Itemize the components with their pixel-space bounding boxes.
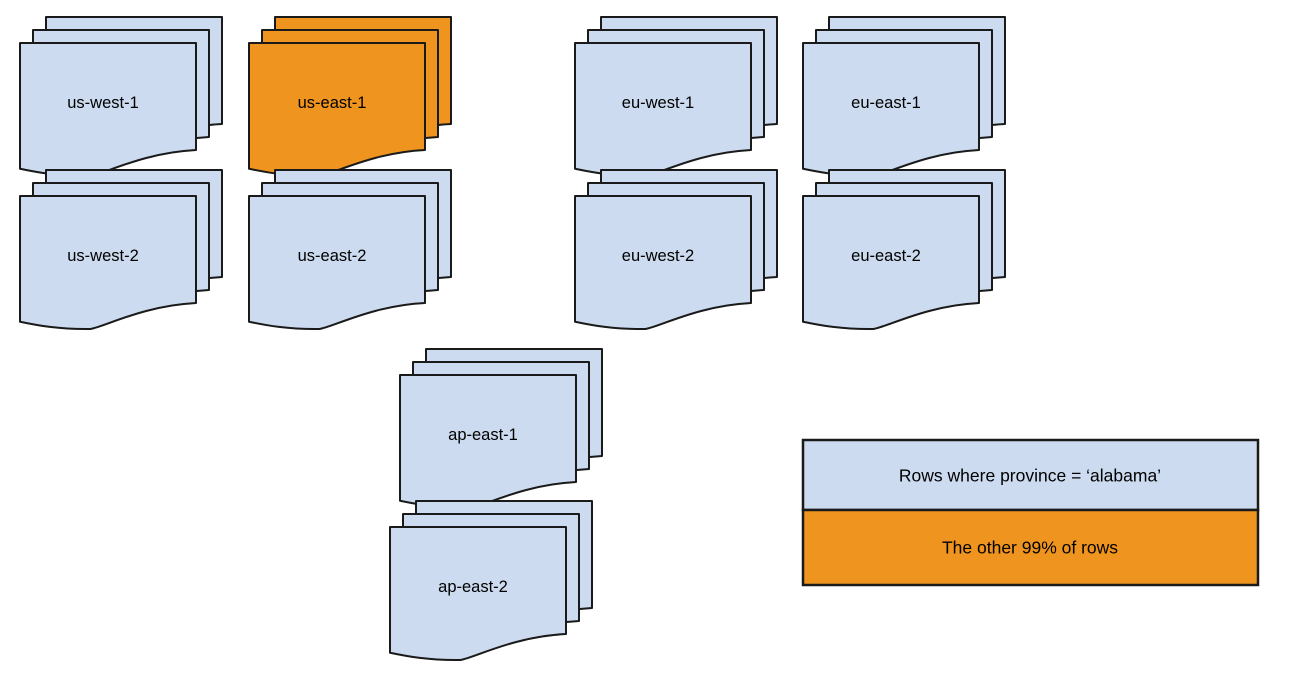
document-sheet (19, 195, 197, 331)
stacks-layer (19, 16, 1006, 662)
document-stack-ap-east-1[interactable] (399, 348, 603, 510)
document-stack-us-west-1[interactable] (19, 16, 223, 178)
document-sheet (574, 42, 752, 178)
document-stack-eu-east-2[interactable] (802, 169, 1006, 331)
document-stack-us-east-2[interactable] (248, 169, 452, 331)
document-stack-eu-east-1[interactable] (802, 16, 1006, 178)
document-stack-us-east-1[interactable] (248, 16, 452, 178)
document-sheet (574, 195, 752, 331)
document-sheet (389, 526, 567, 662)
legend-row-other-swatch (801, 508, 1260, 587)
document-sheet (802, 42, 980, 178)
legend-row-alabama-swatch (801, 438, 1260, 512)
document-stack-ap-east-2[interactable] (389, 500, 593, 662)
document-sheet (802, 195, 980, 331)
document-sheet (248, 42, 426, 178)
legend-layer (801, 438, 1260, 587)
document-sheet (399, 374, 577, 510)
document-stack-eu-west-2[interactable] (574, 169, 778, 331)
document-sheet (19, 42, 197, 178)
document-stack-eu-west-1[interactable] (574, 16, 778, 178)
document-stack-us-west-2[interactable] (19, 169, 223, 331)
legend (801, 438, 1260, 587)
document-sheet (248, 195, 426, 331)
